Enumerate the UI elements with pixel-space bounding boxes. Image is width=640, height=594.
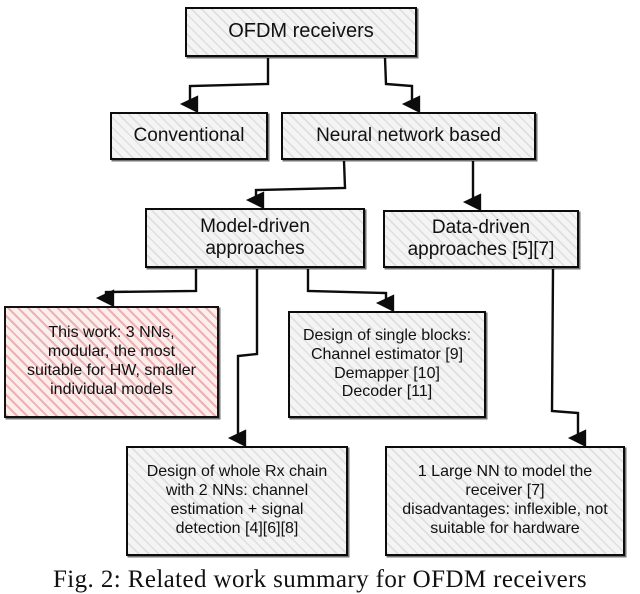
edge-neural-network-to-model-driven	[245, 160, 347, 210]
node-label: Design of whole Rx chain with 2 NNs: cha…	[146, 463, 328, 537]
node-label: Data-driven approaches [5][7]	[407, 216, 555, 260]
node-label: Conventional	[133, 124, 245, 146]
edge-model-driven-to-rx-chain	[227, 269, 259, 448]
edge-model-driven-to-single-blocks	[306, 269, 395, 313]
node-this-work[interactable]: This work: 3 NNs, modular, the most suit…	[4, 306, 219, 418]
node-label: Neural network based	[316, 124, 501, 146]
node-label: Design of single blocks: Channel estimat…	[302, 326, 472, 401]
edge-root-to-conventional	[179, 58, 270, 114]
node-label: 1 Large NN to model the receiver [7] dis…	[402, 463, 608, 537]
node-model-driven-approaches[interactable]: Model-driven approaches	[145, 208, 365, 268]
edge-model-driven-to-this-work	[95, 269, 198, 308]
node-data-driven-approaches[interactable]: Data-driven approaches [5][7]	[383, 210, 579, 268]
edge-root-to-neural-network	[383, 57, 421, 114]
figure-caption: Fig. 2: Related work summary for OFDM re…	[53, 566, 587, 593]
node-label: Model-driven approaches	[200, 215, 310, 259]
node-ofdm-receivers[interactable]: OFDM receivers	[185, 7, 417, 57]
node-design-of-single-blocks[interactable]: Design of single blocks: Channel estimat…	[288, 311, 486, 418]
edge-data-driven-to-large-nn	[550, 268, 587, 448]
node-conventional[interactable]: Conventional	[110, 112, 268, 160]
node-design-of-whole-rx-chain[interactable]: Design of whole Rx chain with 2 NNs: cha…	[126, 446, 348, 556]
node-label: OFDM receivers	[228, 20, 374, 43]
node-label: This work: 3 NNs, modular, the most suit…	[27, 324, 196, 398]
node-neural-network-based[interactable]: Neural network based	[281, 112, 536, 160]
node-one-large-nn[interactable]: 1 Large NN to model the receiver [7] dis…	[385, 446, 625, 556]
